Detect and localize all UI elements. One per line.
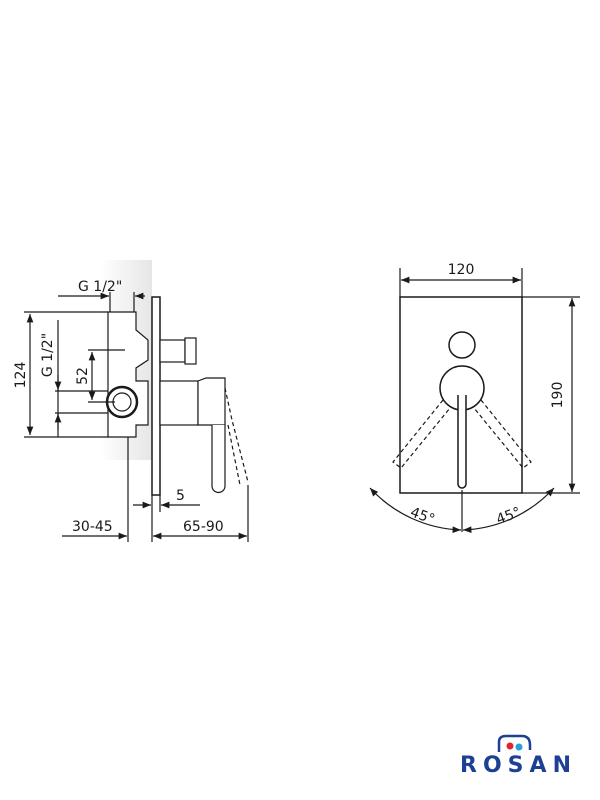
front-plate (399, 296, 523, 494)
lever-alt-position-inner (227, 424, 241, 486)
label-5: 5 (176, 488, 185, 504)
label-thread-side: G 1/2" (40, 333, 56, 377)
label-angle-right: 45° (494, 504, 523, 528)
lever-handle-front (457, 395, 467, 489)
lever-head (197, 377, 226, 426)
label-190: 190 (550, 382, 566, 409)
lever-left-45 (392, 399, 451, 469)
label-52: 52 (75, 367, 91, 385)
diverter-knob (184, 337, 197, 365)
front-view-labels: 120 190 45° 45° (408, 262, 566, 528)
angle-arc-left (369, 487, 462, 534)
cartridge-sleeve (159, 380, 199, 426)
lever-alt-position (224, 387, 249, 483)
label-65-90: 65-90 (183, 519, 224, 535)
lever-handle (211, 425, 226, 494)
cold-dot-icon (515, 743, 523, 751)
angle-arc-right (462, 487, 555, 534)
front-view (369, 268, 580, 534)
lever-right-45 (473, 399, 532, 469)
logo-arch (497, 734, 532, 752)
diverter-stem (159, 339, 186, 363)
label-thread-top: G 1/2" (78, 279, 122, 295)
label-30-45: 30-45 (72, 519, 113, 535)
logo-text: ROSAN (460, 753, 572, 778)
hot-dot-icon (506, 742, 514, 750)
cover-plate (151, 296, 161, 496)
label-120: 120 (448, 262, 475, 278)
side-view (24, 260, 249, 542)
diverter-knob-front (448, 331, 476, 359)
side-view-labels: G 1/2" G 1/2" 124 52 5 30-45 65-90 (13, 279, 224, 535)
label-124: 124 (13, 362, 29, 389)
rosan-logo: ROSAN (460, 734, 572, 778)
label-angle-left: 45° (408, 504, 437, 528)
